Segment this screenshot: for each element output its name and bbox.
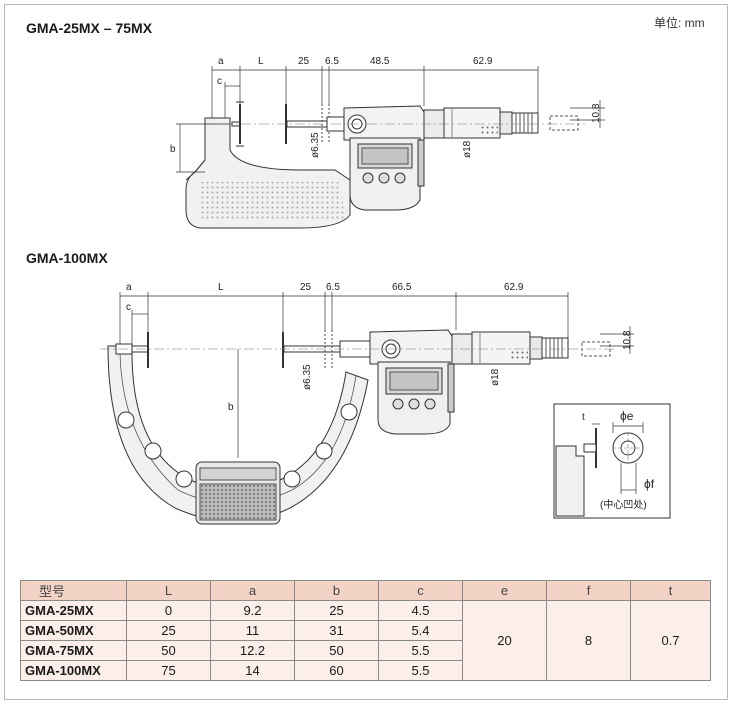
header-t: t xyxy=(630,580,711,601)
dim2-L: L xyxy=(218,282,224,293)
micrometer-small-drawing xyxy=(176,66,605,229)
cell-L: 50 xyxy=(126,640,211,661)
dim2-phi635: ø6.35 xyxy=(302,364,313,390)
micrometer-large-drawing xyxy=(100,292,634,525)
detail-phi-f-label: ϕf xyxy=(644,477,655,491)
cell-a: 11 xyxy=(210,620,295,641)
cell-a: 14 xyxy=(210,660,295,681)
dim2-62-9: 62.9 xyxy=(504,282,524,293)
cell-a: 9.2 xyxy=(210,600,295,621)
cell-b: 60 xyxy=(294,660,379,681)
cell-b: 31 xyxy=(294,620,379,641)
dim1-6-5: 6.5 xyxy=(325,56,339,67)
cell-model: GMA-25MX xyxy=(20,600,127,621)
cell-b: 50 xyxy=(294,640,379,661)
cell-a: 12.2 xyxy=(210,640,295,661)
detail-t-label: t xyxy=(582,412,585,423)
cell-c: 5.5 xyxy=(378,640,463,661)
dim1-c: c xyxy=(217,76,222,87)
cell-e: 20 xyxy=(462,600,547,681)
spec-table: 型号 L a b c e f t GMA-25MX 0 9.2 25 4.5 2… xyxy=(20,580,711,681)
dim1-48-5: 48.5 xyxy=(370,56,390,67)
dim2-b: b xyxy=(228,402,234,413)
table-row: GMA-75MX 50 12.2 50 5.5 xyxy=(20,640,711,661)
cell-f: 8 xyxy=(546,600,631,681)
header-model: 型号 xyxy=(20,580,127,601)
table-header-row: 型号 L a b c e f t xyxy=(20,580,711,601)
header-c: c xyxy=(378,580,463,601)
dim1-a: a xyxy=(218,56,224,67)
dim2-25: 25 xyxy=(300,282,312,293)
cell-model: GMA-100MX xyxy=(20,660,127,681)
dim1-62-9: 62.9 xyxy=(473,56,493,67)
diagram1-dimension-labels: a L 25 6.5 48.5 62.9 c b ø6.35 ø18 10.8 xyxy=(170,56,602,158)
dim2-6-5: 6.5 xyxy=(326,282,340,293)
dim2-10-8: 10.8 xyxy=(622,330,633,350)
table-row: GMA-100MX 75 14 60 5.5 xyxy=(20,660,711,681)
header-b: b xyxy=(294,580,379,601)
unit-label: 单位: mm xyxy=(654,16,705,30)
disc-detail-inset: t ϕe ϕf (中心凹处) xyxy=(553,403,671,519)
document-frame xyxy=(4,4,728,700)
diagram2-dimension-labels: a L 25 6.5 66.5 62.9 c b ø6.35 ø18 10.8 xyxy=(126,282,633,413)
table-row: GMA-25MX 0 9.2 25 4.5 20 8 0.7 xyxy=(20,600,711,681)
dim1-L: L xyxy=(258,56,264,67)
diagram1-title: GMA-25MX – 75MX xyxy=(26,20,153,36)
detail-caption: (中心凹处) xyxy=(600,498,647,511)
header-e: e xyxy=(462,580,547,601)
dim2-c: c xyxy=(126,302,131,313)
dim1-b: b xyxy=(170,144,176,155)
cell-b: 25 xyxy=(294,600,379,621)
dim1-10-8: 10.8 xyxy=(591,103,602,123)
cell-t: 0.7 xyxy=(630,600,711,681)
header-f: f xyxy=(546,580,631,601)
diagram2-title: GMA-100MX xyxy=(26,250,108,266)
header-L: L xyxy=(126,580,211,601)
dim1-25: 25 xyxy=(298,56,310,67)
cell-c: 5.4 xyxy=(378,620,463,641)
detail-phi-e-label: ϕe xyxy=(620,409,634,423)
cell-model: GMA-50MX xyxy=(20,620,127,641)
cell-c: 5.5 xyxy=(378,660,463,681)
cell-L: 25 xyxy=(126,620,211,641)
dim2-66-5: 66.5 xyxy=(392,282,412,293)
cell-model: GMA-75MX xyxy=(20,640,127,661)
cell-L: 75 xyxy=(126,660,211,681)
cell-c: 4.5 xyxy=(378,600,463,621)
dim2-phi18: ø18 xyxy=(490,368,501,386)
header-a: a xyxy=(210,580,295,601)
dim1-phi635: ø6.35 xyxy=(310,132,321,158)
dim1-phi18: ø18 xyxy=(462,140,473,158)
cell-L: 0 xyxy=(126,600,211,621)
dim2-a: a xyxy=(126,282,132,293)
